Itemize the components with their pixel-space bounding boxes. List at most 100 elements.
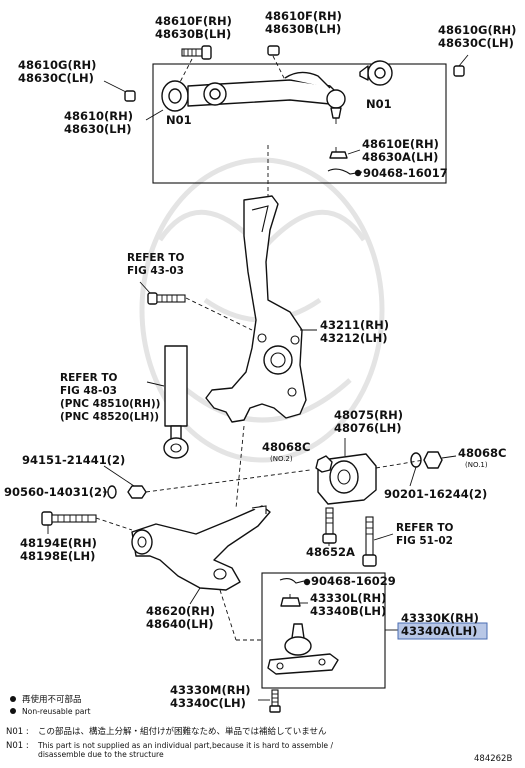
upper-left-nut-part[interactable]	[124, 90, 136, 102]
svg-text:48610E(RH): 48610E(RH)	[362, 137, 439, 151]
label-upper-left-nut[interactable]: 48610G(RH) 48630C(LH)	[18, 58, 96, 85]
knuckle-to-lower-dash	[235, 425, 245, 509]
upper-nut-part[interactable]	[267, 45, 280, 56]
svg-text:48610G(RH): 48610G(RH)	[18, 58, 96, 72]
svg-text:48194E(RH): 48194E(RH)	[20, 536, 97, 550]
upper-right-nut-leader	[458, 54, 469, 67]
note-prefix-en: N01 :	[6, 741, 29, 751]
label-nut-48068c-right[interactable]: 48068C	[458, 446, 506, 460]
ball-joint-bolt-part[interactable]	[269, 689, 281, 713]
nut-48068c-left-part[interactable]	[315, 455, 333, 473]
upper-control-arm-part[interactable]	[161, 71, 346, 124]
washer-90201-leader	[409, 466, 417, 487]
upper-bolt-leader	[177, 58, 193, 87]
label-cotter-upper[interactable]: 90468-16017	[363, 166, 448, 180]
label-lower-arm[interactable]: 48620(RH) 48640(LH)	[146, 604, 215, 631]
label-cotter-lower[interactable]: 90468-16029	[311, 574, 396, 588]
svg-text:43340C(LH): 43340C(LH)	[170, 696, 246, 710]
label-bushing[interactable]: 48075(RH) 48076(LH)	[334, 408, 403, 435]
svg-text:43212(LH): 43212(LH)	[320, 331, 387, 345]
svg-text:48630B(LH): 48630B(LH)	[265, 22, 341, 36]
svg-text:48630B(LH): 48630B(LH)	[155, 27, 231, 41]
label-refer-51-02[interactable]: REFER TO FIG 51-02	[396, 522, 454, 547]
label-lower-ball-nut[interactable]: 43330L(RH) 43340B(LH)	[310, 591, 386, 618]
svg-text:REFER TO: REFER TO	[60, 372, 118, 384]
svg-text:REFER TO: REFER TO	[396, 522, 454, 534]
upper-right-bushing-part[interactable]	[359, 60, 393, 86]
svg-text:48610F(RH): 48610F(RH)	[265, 9, 342, 23]
label-n01-left: N01	[166, 113, 192, 127]
upper-nut-leader	[272, 55, 286, 81]
label-upper-arm[interactable]: 48610(RH) 48630(LH)	[64, 109, 133, 136]
highlight-box	[397, 622, 488, 640]
svg-text:REFER TO: REFER TO	[127, 252, 185, 264]
lower-cotter-pin-part[interactable]	[279, 577, 311, 586]
bolt-94151-leader	[103, 465, 135, 487]
lower-control-arm-part[interactable]	[131, 505, 271, 591]
bolt-48194e-part[interactable]	[41, 511, 97, 526]
label-arm-ball-nut[interactable]: 48610E(RH) 48630A(LH)	[362, 137, 439, 164]
note-en-line1: This part is not supplied as an individu…	[37, 741, 333, 750]
svg-text:43330M(RH): 43330M(RH)	[170, 683, 250, 697]
label-bolt-48652a[interactable]: 48652A	[306, 545, 355, 559]
svg-text:48640(LH): 48640(LH)	[146, 617, 213, 631]
svg-text:48075(RH): 48075(RH)	[334, 408, 403, 422]
svg-text:48630C(LH): 48630C(LH)	[438, 36, 514, 50]
upper-arm-group-box	[152, 63, 447, 184]
svg-text:43330K(RH): 43330K(RH)	[401, 611, 479, 625]
svg-text:FIG 48-03: FIG 48-03	[60, 385, 117, 397]
bolt-48652a-part[interactable]	[322, 507, 337, 544]
svg-text:43211(RH): 43211(RH)	[320, 318, 389, 332]
label-refer-48-03[interactable]: REFER TO FIG 48-03 (PNC 48510(RH)) (PNC …	[60, 372, 160, 423]
diagram-id: 484262B	[474, 754, 512, 764]
label-bolt-94151[interactable]: 94151-21441(2)	[22, 453, 125, 467]
upper-right-nut-part[interactable]	[453, 65, 465, 77]
label-upper-right-nut[interactable]: 48610G(RH) 48630C(LH)	[438, 23, 516, 50]
bolt-refer-51-02-part[interactable]	[362, 516, 377, 567]
legend: 再使用不可部品 Non-reusable part N01 : この部品は、構造…	[6, 694, 333, 759]
upper-ball-nut-part[interactable]	[329, 147, 348, 159]
upper-bolt-part[interactable]	[181, 45, 212, 60]
note-jp: この部品は、構造上分解・組付けが困難なため、単品では補給していません	[38, 726, 327, 737]
label-washer-90201[interactable]: 90201-16244(2)	[384, 487, 487, 501]
svg-text:43340B(LH): 43340B(LH)	[310, 604, 386, 618]
note-en-line2: disassemble due to the structure	[38, 750, 164, 759]
upper-left-nut-leader	[103, 80, 127, 93]
svg-text:48198E(LH): 48198E(LH)	[20, 549, 95, 563]
refer-51-02-leader	[373, 533, 394, 541]
label-no1: (NO.1)	[465, 461, 488, 469]
label-upper-nut[interactable]: 48610F(RH) 48630B(LH)	[265, 9, 342, 36]
lower-ball-joint-part[interactable]	[267, 623, 339, 675]
label-refer-43-03[interactable]: REFER TO FIG 43-03	[127, 252, 185, 277]
bushing-axis-dash	[375, 459, 425, 469]
knuckle-bolt-dash	[185, 297, 253, 331]
label-upper-bolt[interactable]: 48610F(RH) 48630B(LH)	[155, 14, 232, 41]
lower-arm-leader	[189, 587, 201, 605]
note-prefix-jp: N01 :	[6, 727, 29, 737]
lower-ball-nut-part[interactable]	[280, 594, 301, 607]
label-bolt-48194e[interactable]: 48194E(RH) 48198E(LH)	[20, 536, 97, 563]
washer-90201-part[interactable]	[410, 452, 422, 468]
label-no2: (NO.2)	[270, 455, 293, 463]
upper-arm-leader	[145, 109, 164, 121]
label-ball-joint-bolt[interactable]: 43330M(RH) 43340C(LH)	[170, 683, 250, 710]
lower-bushing-part[interactable]	[317, 453, 377, 505]
label-nut-48068c-left[interactable]: 48068C	[262, 440, 310, 454]
legend-bullet-en: Non-reusable part	[22, 707, 91, 716]
refer-48-03-leader	[146, 381, 165, 387]
label-washer-90560[interactable]: 90560-14031(2)	[4, 485, 107, 499]
ball-joint-group-box	[261, 572, 386, 689]
label-ball-joint[interactable]: 43330K(RH) 43340A(LH)	[401, 611, 479, 638]
svg-text:48610(RH): 48610(RH)	[64, 109, 133, 123]
knuckle-bolt-part[interactable]	[147, 292, 186, 305]
bolt-94151-part[interactable]	[107, 485, 147, 499]
refer-43-03-leader	[139, 281, 151, 294]
steering-knuckle-part[interactable]	[205, 195, 307, 423]
upper-cotter-pin-part[interactable]	[327, 168, 363, 177]
lower-arm-to-ball-dash	[219, 589, 237, 641]
nut-48068c-right-part[interactable]	[423, 451, 443, 469]
svg-text:43340A(LH): 43340A(LH)	[401, 624, 477, 638]
label-knuckle[interactable]: 43211(RH) 43212(LH)	[320, 318, 389, 345]
shock-absorber-part[interactable]	[163, 345, 189, 459]
